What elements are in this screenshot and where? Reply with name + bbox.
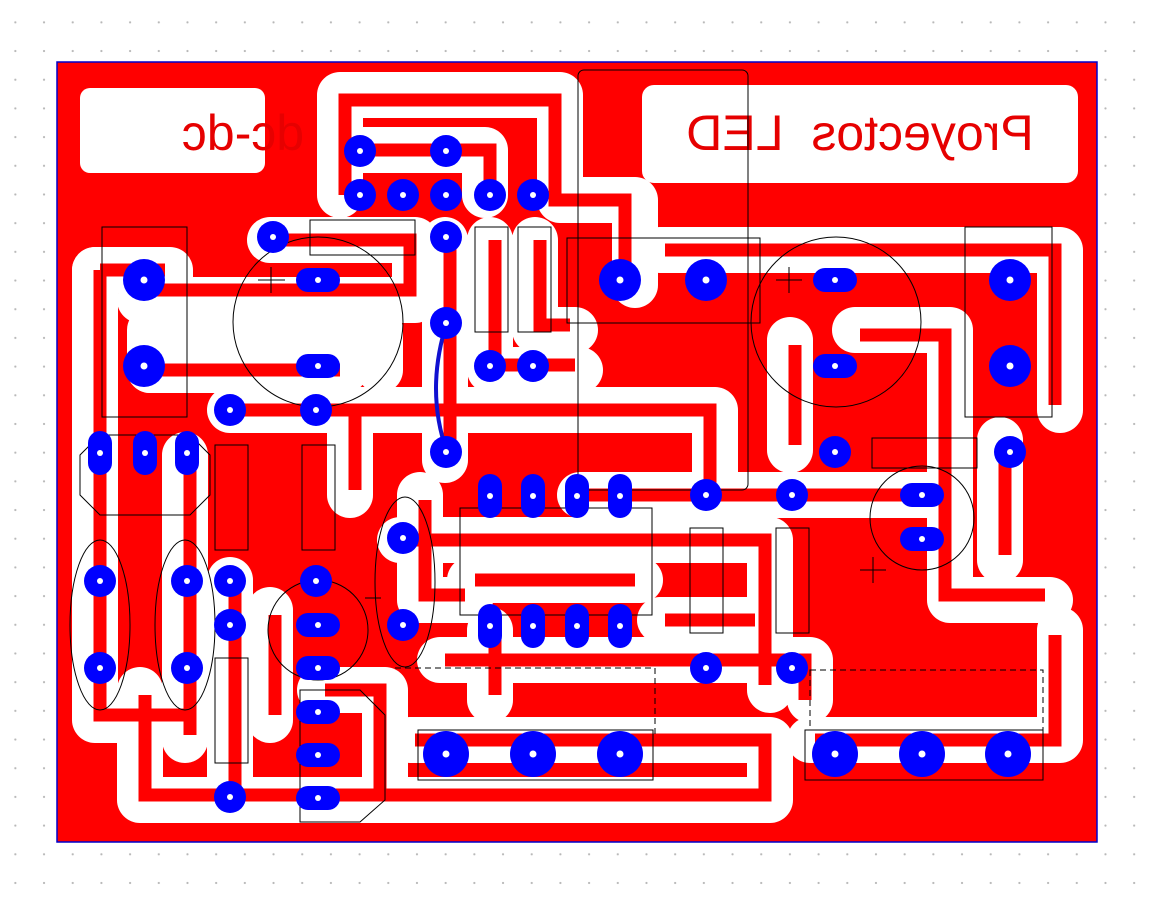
title-right-box [642, 85, 1078, 183]
round-pads [84, 135, 1031, 813]
drill-holes [97, 148, 1014, 801]
title-left: dc-dc [182, 105, 304, 161]
title-right: Proyectos LED [686, 105, 1033, 161]
title-left-box [80, 88, 265, 173]
